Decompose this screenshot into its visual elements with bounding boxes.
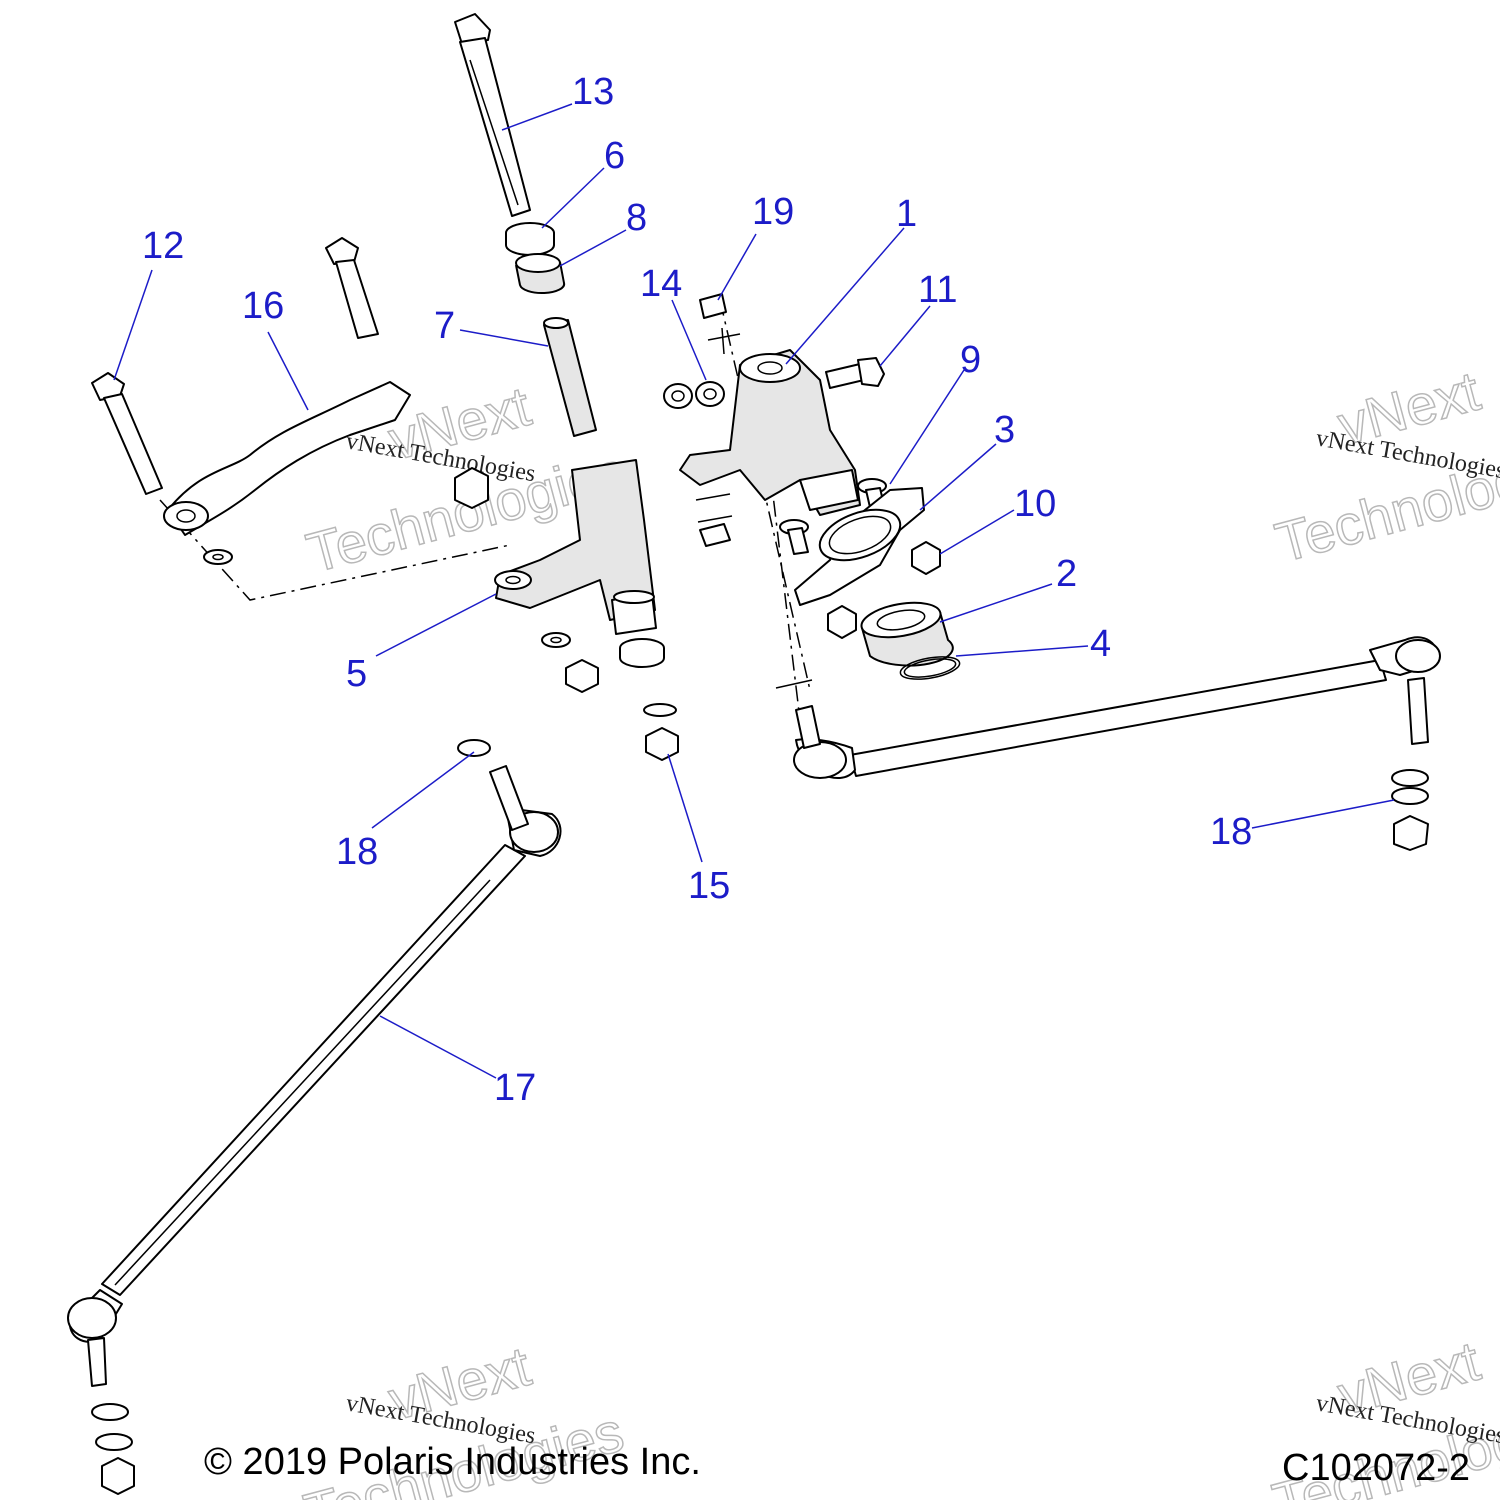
knuckle-nut <box>565 659 599 693</box>
part-2-bearing <box>860 601 954 667</box>
part-1-right-knuckle <box>679 349 861 516</box>
callout-7: 7 <box>434 305 455 347</box>
knuckle-washer <box>541 632 571 648</box>
callout-8: 8 <box>626 197 647 239</box>
callout-13: 13 <box>572 71 614 113</box>
callout-18-left: 18 <box>336 831 378 873</box>
part-11-bolt <box>825 357 885 389</box>
left-tie-rod-hardware <box>91 739 491 1495</box>
right-tie-rod-hardware <box>1391 769 1429 851</box>
plate-nut <box>827 605 857 639</box>
callout-14: 14 <box>640 263 682 305</box>
part-5-left-knuckle <box>494 459 657 635</box>
part-19-clip <box>699 293 741 355</box>
right-tie-rod <box>793 636 1441 780</box>
part-7-spacer-tube <box>543 317 597 437</box>
callout-6: 6 <box>604 135 625 177</box>
part-13-long-bolt <box>454 13 531 217</box>
part-16-pitman-arm <box>163 381 411 536</box>
part-6-seal <box>505 222 555 256</box>
part-12-bolt <box>91 372 163 495</box>
leader-lines <box>113 103 1395 1079</box>
callout-10: 10 <box>1014 483 1056 525</box>
part-4-snap-ring <box>899 656 961 680</box>
callout-4: 4 <box>1090 623 1111 665</box>
copyright-text: © 2019 Polaris Industries Inc. <box>204 1441 701 1483</box>
callout-17: 17 <box>494 1067 536 1109</box>
watermark-top-right: vNext Technologies vNext Technologies <box>1268 358 1500 575</box>
callout-19: 19 <box>752 191 794 233</box>
part-17-left-tie-rod <box>67 765 562 1387</box>
tie-rod-shim <box>775 679 813 689</box>
arm-washer <box>203 549 233 565</box>
callout-1: 1 <box>896 193 917 235</box>
callout-16: 16 <box>242 285 284 327</box>
callout-3: 3 <box>994 409 1015 451</box>
callout-2: 2 <box>1056 553 1077 595</box>
callout-18-right: 18 <box>1210 811 1252 853</box>
footer: © 2019 Polaris Industries Inc. C102072-2 <box>204 1441 1470 1489</box>
knuckle-bushing <box>695 493 733 547</box>
part-8-bushing <box>515 253 566 295</box>
bearing-plate-bolt <box>779 519 809 555</box>
diagram-code: C102072-2 <box>1282 1447 1470 1489</box>
arm-nut <box>454 467 489 509</box>
callout-5: 5 <box>346 653 367 695</box>
part-3-bearing-plate <box>794 487 925 606</box>
arm-bolt <box>325 237 379 339</box>
knuckle-seal <box>619 638 665 668</box>
callout-9: 9 <box>960 339 981 381</box>
part-15-nut <box>643 703 679 761</box>
part-10-nut <box>911 541 941 575</box>
callout-12: 12 <box>142 225 184 267</box>
callouts: 13 6 8 7 12 16 5 14 19 1 11 9 3 10 2 4 1… <box>142 71 1252 1109</box>
callout-15: 15 <box>688 865 730 907</box>
part-14-washers <box>663 381 725 409</box>
callout-11: 11 <box>918 269 957 311</box>
